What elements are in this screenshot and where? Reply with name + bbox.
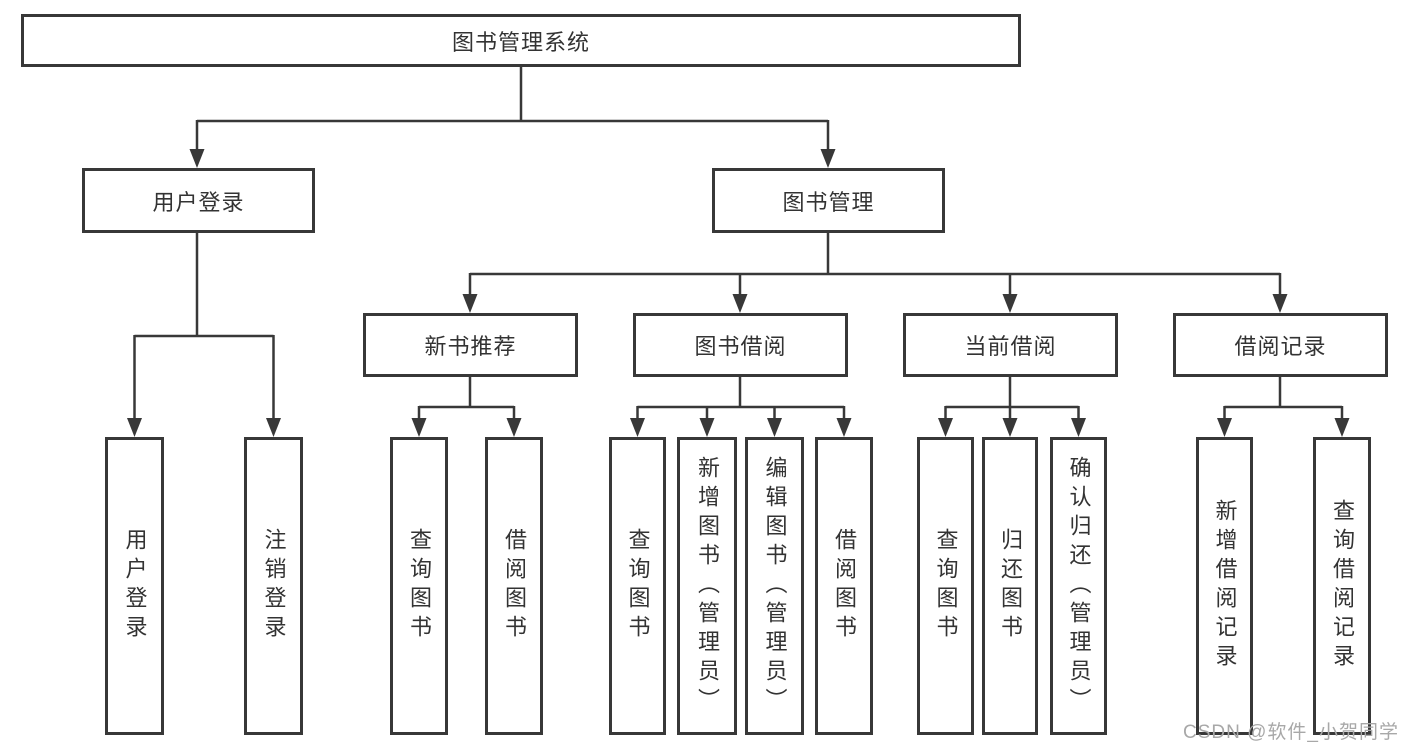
node-new-book-recommend: 新书推荐 bbox=[363, 313, 578, 377]
node-book-borrow: 图书借阅 bbox=[633, 313, 848, 377]
node-logout: 注销登录 bbox=[244, 437, 303, 735]
connector-user-login-to-children bbox=[127, 233, 281, 437]
arrowhead-logout bbox=[266, 418, 281, 437]
arrowhead bbox=[1002, 418, 1018, 437]
node-edit-book-admin: 编辑图书（管理员） bbox=[745, 437, 804, 735]
arrowhead-new-book bbox=[462, 294, 478, 313]
node-borrow-record: 借阅记录 bbox=[1173, 313, 1388, 377]
node-query-book-1: 查询图书 bbox=[390, 437, 448, 735]
arrowhead bbox=[938, 418, 953, 437]
node-user-login-leaf: 用户登录 bbox=[105, 437, 164, 735]
node-add-book-admin: 新增图书（管理员） bbox=[677, 437, 737, 735]
node-book-management: 图书管理 bbox=[712, 168, 945, 233]
arrowhead-login bbox=[127, 418, 142, 437]
connector-root-to-level2 bbox=[189, 67, 836, 168]
arrowhead-current-borrow bbox=[1002, 294, 1018, 313]
arrowhead bbox=[1071, 418, 1086, 437]
node-confirm-return-admin: 确认归还（管理员） bbox=[1050, 437, 1107, 735]
arrowhead bbox=[699, 418, 715, 437]
arrowhead bbox=[836, 418, 852, 437]
connector-path bbox=[1223, 377, 1344, 421]
arrowhead bbox=[506, 418, 522, 437]
node-query-book-2: 查询图书 bbox=[609, 437, 666, 735]
node-query-borrow-record: 查询借阅记录 bbox=[1313, 437, 1371, 735]
node-user-login: 用户登录 bbox=[82, 168, 315, 233]
connector-path bbox=[944, 377, 1080, 421]
arrowhead-book-borrow bbox=[732, 294, 748, 313]
arrowhead-user-login bbox=[189, 149, 205, 168]
node-borrow-book-2: 借阅图书 bbox=[815, 437, 873, 735]
connector-borrow-record-to-children bbox=[1217, 377, 1350, 437]
node-library-management-system: 图书管理系统 bbox=[21, 14, 1021, 67]
connector-new-book-to-children bbox=[411, 377, 522, 437]
connector-book-borrow-to-children bbox=[630, 377, 852, 437]
node-return-book: 归还图书 bbox=[982, 437, 1038, 735]
node-current-borrow: 当前借阅 bbox=[903, 313, 1118, 377]
arrowhead bbox=[411, 418, 427, 437]
connector-path bbox=[133, 233, 275, 421]
arrowhead bbox=[1334, 418, 1350, 437]
node-add-borrow-record: 新增借阅记录 bbox=[1196, 437, 1253, 735]
arrowhead bbox=[1217, 418, 1232, 437]
connector-path bbox=[417, 377, 516, 421]
connector-path bbox=[636, 377, 846, 421]
node-borrow-book-1: 借阅图书 bbox=[485, 437, 543, 735]
arrowhead-book-management bbox=[820, 149, 836, 168]
arrowhead-borrow-record bbox=[1272, 294, 1288, 313]
connector-path bbox=[195, 67, 830, 151]
arrowhead bbox=[630, 418, 645, 437]
connector-path bbox=[468, 233, 1282, 297]
connector-current-borrow-to-children bbox=[938, 377, 1086, 437]
connector-book-management-to-children bbox=[462, 233, 1288, 313]
arrowhead bbox=[767, 418, 782, 437]
node-query-book-3: 查询图书 bbox=[917, 437, 974, 735]
csdn-watermark: CSDN @软件_小贺同学 bbox=[1183, 722, 1399, 743]
